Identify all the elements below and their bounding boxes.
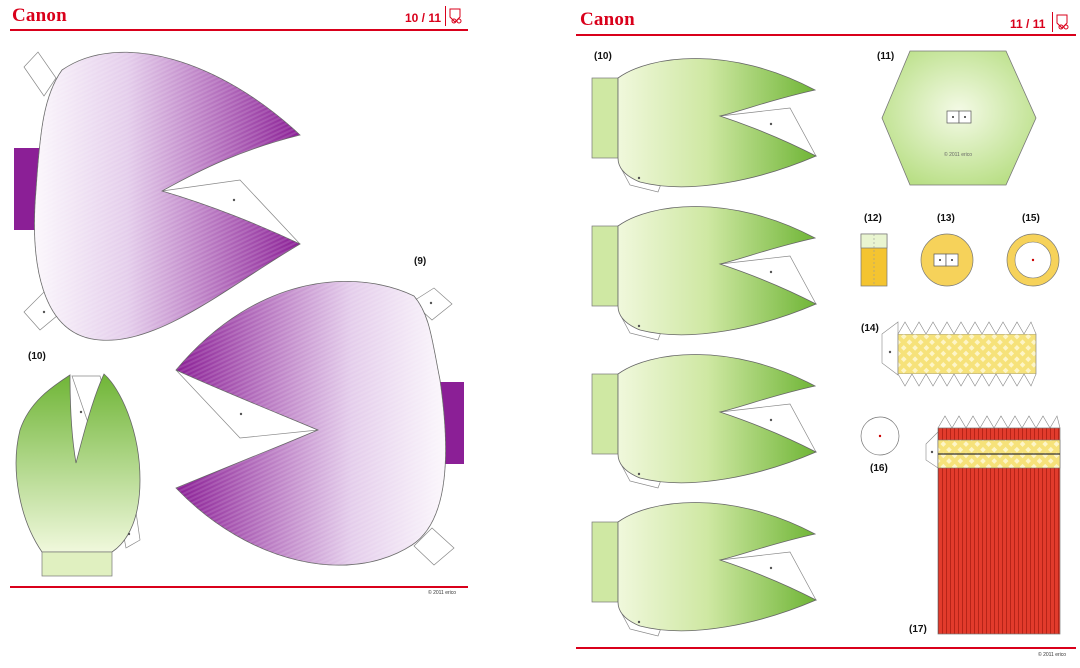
label-part-10: (10) xyxy=(28,351,46,362)
copyright: © 2011 erico xyxy=(1038,652,1067,658)
canon-logo: Canon xyxy=(580,9,635,30)
part-10-leaf-1 xyxy=(591,57,817,193)
footer-rule xyxy=(576,647,1076,649)
hexagon-copyright: © 2011 erico xyxy=(944,152,973,158)
page-number: 11 / 11 xyxy=(1010,17,1046,31)
label-part-15: (15) xyxy=(1022,213,1040,224)
header-rule xyxy=(10,29,468,31)
left-page-artwork xyxy=(14,51,464,577)
label-part-12: (12) xyxy=(864,213,882,224)
header-rule xyxy=(576,34,1076,36)
label-part-17: (17) xyxy=(909,624,927,635)
part-9-top-petal xyxy=(14,51,301,341)
footer-rule xyxy=(10,586,468,588)
copyright: © 2011 erico xyxy=(428,590,457,596)
label-part-16: (16) xyxy=(870,463,888,474)
part-10-leaf-2 xyxy=(591,205,817,341)
part-10-leaves xyxy=(15,373,141,577)
right-page-artwork xyxy=(591,50,1061,637)
part-14-strip xyxy=(881,321,1037,387)
part-9-bottom-petal xyxy=(175,281,464,566)
canon-logo: Canon xyxy=(12,5,67,26)
label-part-11: (11) xyxy=(877,51,895,62)
part-16-circle xyxy=(860,416,900,456)
left-page: Canon 10 / 11 xyxy=(0,0,480,668)
page-number: 10 / 11 xyxy=(405,11,442,25)
right-page: Canon 11 / 11 xyxy=(570,0,1080,668)
part-15-ring xyxy=(1006,233,1060,287)
part-10-leaf-4 xyxy=(591,501,817,637)
part-10-leaf-3 xyxy=(591,353,817,489)
part-13-disc xyxy=(920,233,974,287)
label-part-14: (14) xyxy=(861,323,879,334)
part-12-strip xyxy=(860,233,888,287)
part-17-fringe xyxy=(925,415,1061,635)
label-part-13: (13) xyxy=(937,213,955,224)
scissors-glue-icon xyxy=(445,6,464,26)
label-part-10: (10) xyxy=(594,51,612,62)
scissors-glue-icon xyxy=(1052,12,1071,32)
part-11-hexagon xyxy=(881,50,1037,186)
label-part-9: (9) xyxy=(414,256,427,267)
